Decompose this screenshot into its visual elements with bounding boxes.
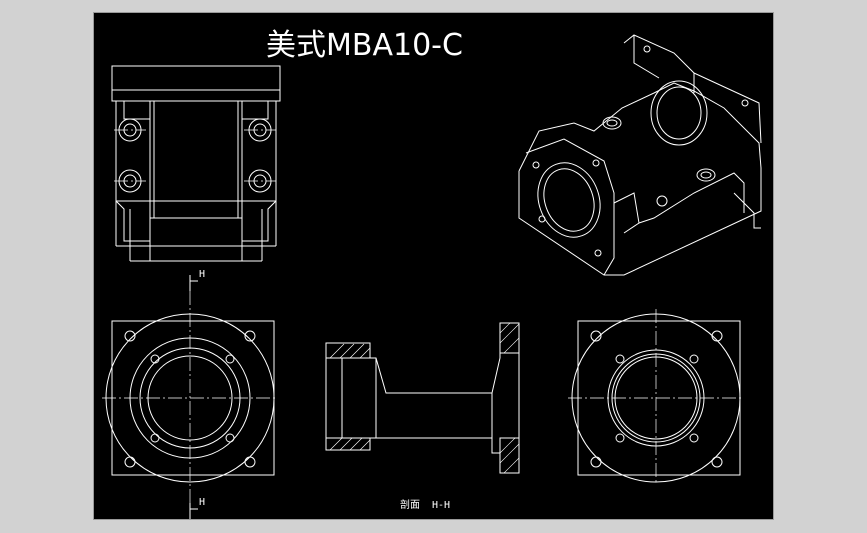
drawing-title: 美式MBA10-C	[266, 28, 463, 63]
bolt-hole-top-right	[244, 118, 276, 142]
svg-text:H: H	[199, 269, 205, 280]
bolt-hole-bottom-left	[114, 169, 146, 193]
section-marker-bottom: H	[189, 497, 205, 519]
drawing-sheet: 美式MBA10-C	[93, 12, 774, 520]
section-label: 剖面 H-H	[400, 498, 450, 511]
front-view-right	[568, 309, 744, 485]
svg-text:H: H	[199, 497, 205, 508]
bolt-hole-top-left	[114, 118, 146, 142]
top-view	[111, 65, 281, 262]
front-view-left	[102, 313, 278, 483]
section-view	[325, 322, 520, 474]
bolt-hole-bottom-right	[244, 169, 276, 193]
svg-text:H-H: H-H	[432, 500, 450, 511]
cad-drawing: 美式MBA10-C	[102, 28, 762, 519]
svg-text:剖面: 剖面	[400, 498, 420, 511]
section-marker-top: H	[189, 269, 205, 291]
isometric-view	[518, 34, 762, 276]
